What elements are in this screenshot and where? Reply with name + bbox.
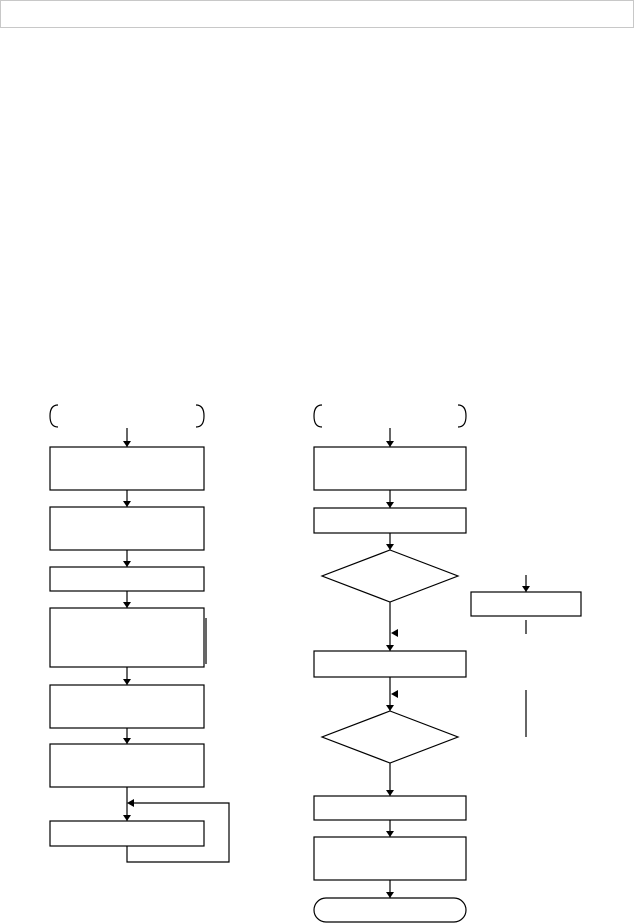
right-column: [313, 404, 467, 923]
arrowhead: [123, 501, 131, 507]
arrowhead: [123, 815, 131, 821]
left-step-2: [49, 506, 205, 551]
arrowhead: [386, 790, 394, 796]
right-step-3: [313, 650, 467, 678]
right-step-5: [313, 836, 467, 881]
header-bar: [0, 0, 634, 28]
side-step-1: [470, 591, 582, 617]
loop-connector: [126, 802, 230, 863]
right-decision-1: [320, 549, 460, 603]
arrowhead: [386, 502, 394, 508]
left-column: [49, 404, 230, 863]
arrowhead: [386, 544, 394, 550]
right-step-2: [313, 507, 467, 534]
left-loop-step: [49, 820, 205, 847]
arrowhead: [123, 561, 131, 567]
left-step-4: [49, 607, 207, 668]
left-start-terminal: [49, 404, 205, 428]
arrowhead: [386, 441, 394, 447]
arrowhead: [123, 441, 131, 447]
side-branch: [470, 575, 582, 737]
right-start-terminal: [313, 404, 467, 428]
right-end-terminal: [313, 897, 467, 923]
arrowhead: [386, 892, 394, 898]
left-step-5: [49, 684, 205, 729]
arrowhead: [386, 705, 394, 711]
right-step-4: [313, 795, 467, 821]
right-decision-2: [320, 710, 460, 764]
left-step-1: [49, 446, 205, 491]
merge-arrowhead: [391, 690, 398, 698]
arrowhead: [386, 831, 394, 837]
left-step-3: [49, 566, 205, 592]
right-step-1: [313, 446, 467, 491]
arrowhead: [123, 738, 131, 744]
arrowhead: [123, 679, 131, 685]
arrowhead: [386, 645, 394, 651]
left-step-6: [49, 743, 205, 788]
arrowhead: [123, 602, 131, 608]
arrowhead: [127, 799, 134, 807]
arrowhead: [522, 586, 530, 592]
merge-arrowhead: [391, 629, 398, 637]
